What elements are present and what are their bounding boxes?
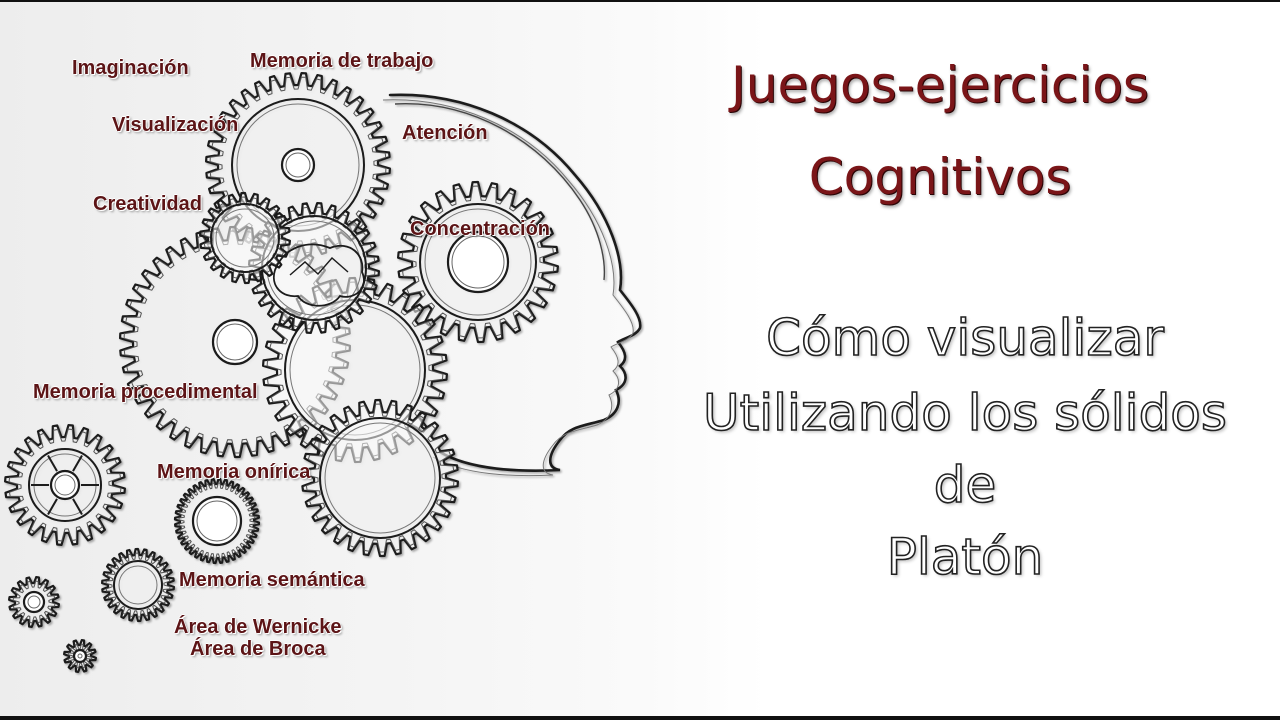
label-atencion: Atención — [402, 122, 488, 144]
label-concentracion: Concentración — [410, 218, 551, 240]
label-creatividad: Creatividad — [93, 193, 202, 215]
label-area-de-wernicke: Área de Wernicke — [174, 616, 342, 638]
label-visualizacion: Visualización — [112, 114, 239, 136]
gear-icon — [199, 191, 291, 285]
subtitle-line-1: Cómo visualizar — [765, 309, 1164, 367]
gears-icon — [3, 72, 559, 673]
head-silhouette-icon — [382, 93, 642, 477]
label-area-de-broca: Área de Broca — [190, 638, 326, 660]
gear-icon — [3, 424, 126, 546]
top-border — [0, 0, 1280, 2]
gear-icon — [173, 477, 261, 565]
gear-icon — [62, 639, 97, 673]
subtitle-line-3: de — [933, 456, 997, 514]
label-memoria-procedimental: Memoria procedimental — [33, 381, 258, 403]
subtitle-line-2: Utilizando los sólidos — [702, 384, 1228, 442]
subtitle-line-4: Platón — [886, 528, 1044, 586]
gear-icon — [8, 576, 60, 628]
label-memoria-onirica: Memoria onírica — [157, 461, 311, 483]
label-memoria-semantica: Memoria semántica — [179, 569, 365, 591]
gear-icon — [301, 398, 459, 558]
gear-icon — [101, 547, 175, 623]
bottom-border — [0, 716, 1280, 720]
label-memoria-de-trabajo: Memoria de trabajo — [250, 50, 434, 72]
title-line-2: Cognitivos — [808, 148, 1072, 206]
gear-icon — [397, 180, 559, 344]
title-line-1: Juegos-ejercicios — [731, 56, 1149, 114]
label-imaginacion: Imaginación — [72, 57, 189, 79]
head-gears-illustration — [3, 72, 642, 673]
